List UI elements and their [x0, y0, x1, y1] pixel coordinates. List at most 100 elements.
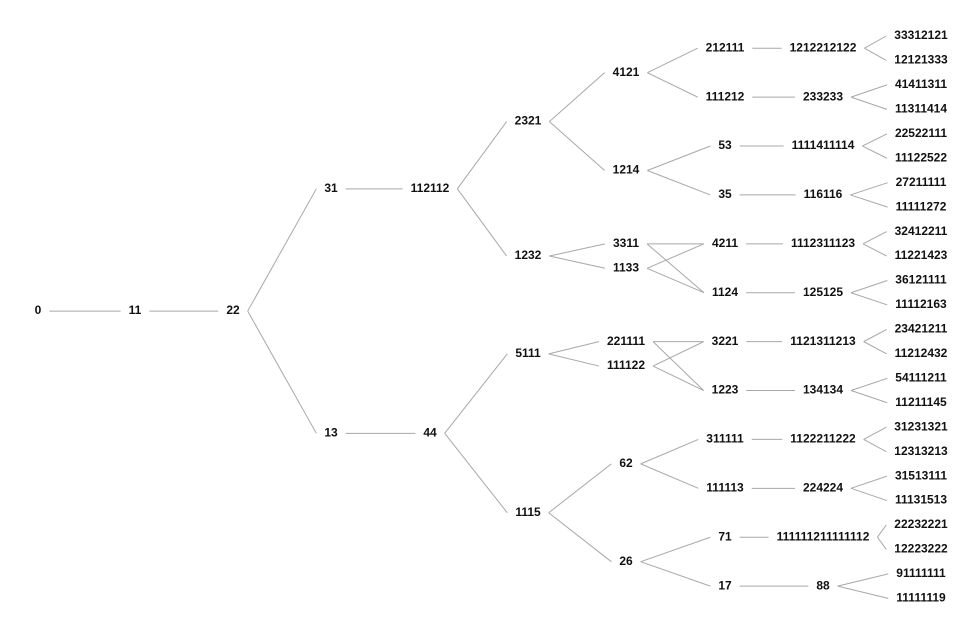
tree-edge [850, 280, 888, 294]
tree-node-label: 31513111 [895, 468, 947, 482]
tree-edge [647, 72, 698, 98]
tree-edge [640, 438, 699, 465]
tree-edge [247, 188, 317, 312]
tree-node-label: 31 [324, 181, 338, 195]
tree-edge [850, 96, 888, 110]
tree-node-label: 22522111 [895, 126, 947, 140]
tree-node-label: 11131513 [895, 493, 947, 507]
tree-node-label: 1212212122 [790, 40, 857, 54]
tree-edge [549, 72, 605, 122]
tree-edge [850, 182, 888, 196]
tree-node-label: 1121311213 [790, 334, 856, 348]
tree-node-label: 11111119 [896, 591, 946, 605]
tree-node-label: 32412211 [895, 224, 948, 238]
tree-node-label: 71 [718, 529, 732, 543]
tree-node-label: 12223222 [894, 542, 948, 556]
tree-edge [863, 438, 887, 453]
tree-node-label: 26 [619, 554, 633, 568]
tree-node-label: 1124 [712, 285, 738, 299]
tree-node-label: 12121333 [894, 53, 948, 67]
tree-node-label: 44 [423, 425, 437, 439]
tree-edge [862, 231, 887, 245]
tree-node-label: 3311 [613, 236, 639, 250]
tree-edge [640, 561, 711, 587]
tree-edge [647, 170, 711, 196]
tree-node-label: 4121 [613, 65, 640, 79]
tree-node-label: 125125 [803, 285, 843, 299]
tree-edge [549, 121, 605, 171]
tree-node-label: 111212 [706, 89, 745, 103]
tree-node-label: 4211 [712, 236, 738, 250]
tree-node-label: 27211111 [896, 175, 947, 189]
tree-node-label: 23421211 [895, 322, 948, 336]
tree-edge [548, 341, 600, 355]
tree-edge [850, 475, 888, 489]
tree-node-label: 1133 [613, 260, 639, 274]
tree-node-label: 1115 [515, 505, 541, 519]
tree-node-label: 41411311 [895, 77, 947, 91]
tree-node-label: 3221 [712, 334, 739, 348]
tree-node-label: 11111272 [896, 199, 947, 213]
tree-node-label: 11221423 [895, 248, 948, 262]
tree-node-label: 53 [718, 138, 732, 152]
tree-node-label: 62 [619, 456, 633, 470]
tree-node-label: 0 [35, 303, 42, 317]
tree-edge [456, 121, 508, 190]
tree-node-label: 11211145 [895, 395, 947, 409]
tree-edge [640, 536, 711, 563]
tree-node-label: 13 [324, 425, 338, 439]
tree-edge [837, 585, 889, 599]
tree-node-label: 134134 [803, 383, 843, 397]
tree-node-label: 1214 [613, 163, 640, 177]
tree-node-label: 88 [816, 578, 830, 592]
tree-edge [850, 84, 888, 98]
tree-node-label: 2321 [515, 114, 542, 128]
tree-edge [646, 243, 705, 294]
tree-edge [652, 365, 704, 391]
tree-edge [640, 463, 699, 489]
tree-edge [444, 433, 508, 514]
tree-node-label: 111111211111112 [777, 529, 870, 543]
tree-node-label: 11122522 [895, 150, 947, 164]
tree-node-label: 112112 [411, 181, 450, 195]
tree-edge [549, 243, 606, 257]
tree-edge [548, 463, 612, 514]
tree-edge [837, 573, 889, 587]
tree-edge [652, 341, 704, 367]
tree-node-label: 311111 [706, 432, 744, 446]
tree-node-label: 17 [718, 578, 732, 592]
tree-node-label: 1112311123 [791, 236, 855, 250]
tree-edge [864, 47, 887, 61]
tree-node-label: 54111211 [895, 370, 947, 384]
tree-edge [863, 426, 887, 440]
tree-node-label: 11212432 [895, 346, 948, 360]
tree-node-label: 91111111 [896, 566, 946, 580]
tree-node-label: 233233 [803, 89, 843, 103]
tree-node-label: 221111 [607, 334, 645, 348]
tree-edge [850, 487, 888, 502]
tree-node-label: 116116 [804, 187, 843, 201]
tree-node-label: 22 [226, 303, 240, 317]
tree-node-label: 11311414 [895, 102, 947, 116]
tree-edge [850, 292, 888, 306]
tree-edge [863, 341, 887, 355]
tree-node-label: 111122 [607, 358, 645, 372]
tree-edge [863, 328, 887, 343]
tree-edge [862, 243, 887, 257]
tree-edge [850, 194, 888, 208]
tree-edge [646, 267, 705, 294]
tree-node-label: 12313213 [894, 444, 948, 458]
tree-edge [864, 35, 887, 49]
tree-node-label: 31231321 [894, 419, 948, 433]
tree-edge [548, 512, 612, 563]
tree-node-label: 11112163 [895, 297, 947, 311]
tree-node-label: 1232 [515, 248, 542, 262]
tree-edge [647, 47, 698, 74]
tree-node-label: 1223 [712, 383, 739, 397]
tree-edge [862, 133, 888, 147]
tree-edge [652, 341, 704, 391]
tree-node-label: 111113 [706, 480, 744, 494]
tree-edge [850, 377, 888, 391]
